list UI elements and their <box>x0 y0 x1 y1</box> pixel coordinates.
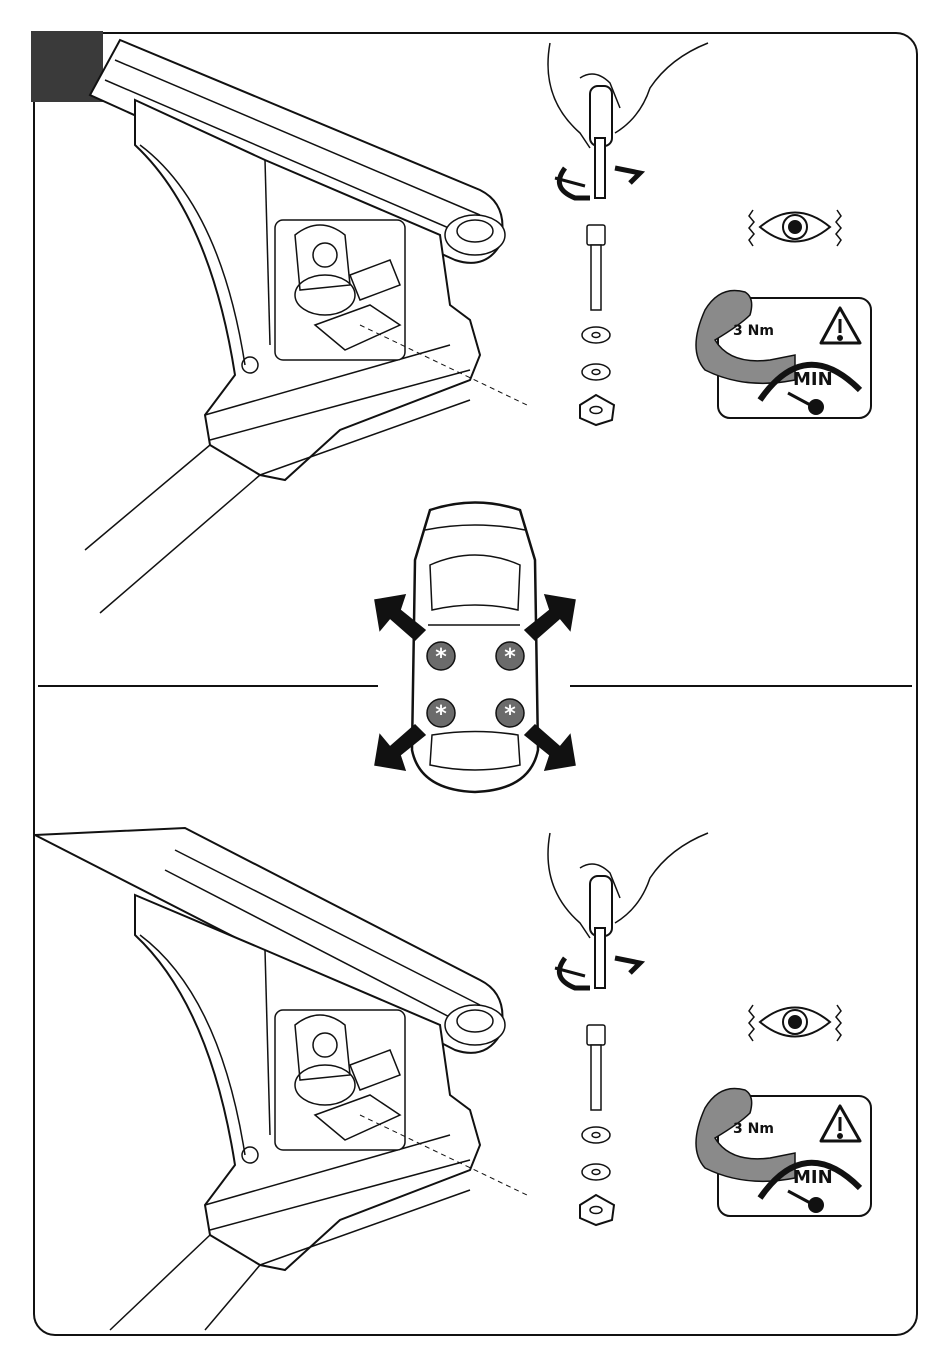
bolt-assembly-top <box>570 220 630 440</box>
svg-text:*: * <box>435 702 447 727</box>
eye-icon <box>745 200 845 255</box>
warning-triangle-icon <box>818 305 863 347</box>
section-divider-left <box>38 685 378 687</box>
section-divider-right <box>570 685 912 687</box>
svg-text:*: * <box>435 645 447 670</box>
mount-marker: * <box>494 640 526 672</box>
torque-gauge-label: MIN <box>793 1167 833 1188</box>
warning-triangle-icon <box>818 1103 863 1145</box>
torque-value-label: 3 Nm <box>733 1121 774 1137</box>
mount-marker: * <box>425 640 457 672</box>
torque-gauge-label: MIN <box>793 369 833 390</box>
svg-text:*: * <box>504 645 516 670</box>
roof-foot-illustration-bottom <box>35 825 530 1335</box>
car-top-view-diagram <box>370 500 580 795</box>
gauge-needle-icon <box>780 1183 830 1218</box>
bolt-assembly-bottom <box>570 1020 630 1240</box>
svg-text:*: * <box>504 702 516 727</box>
mount-marker: * <box>494 697 526 729</box>
hex-key-hand-bottom <box>540 828 720 1008</box>
eye-icon <box>745 995 845 1050</box>
gauge-needle-icon <box>780 385 830 420</box>
mount-marker: * <box>425 697 457 729</box>
hex-key-hand-top <box>540 38 720 218</box>
torque-value-label: 3 Nm <box>733 323 774 339</box>
